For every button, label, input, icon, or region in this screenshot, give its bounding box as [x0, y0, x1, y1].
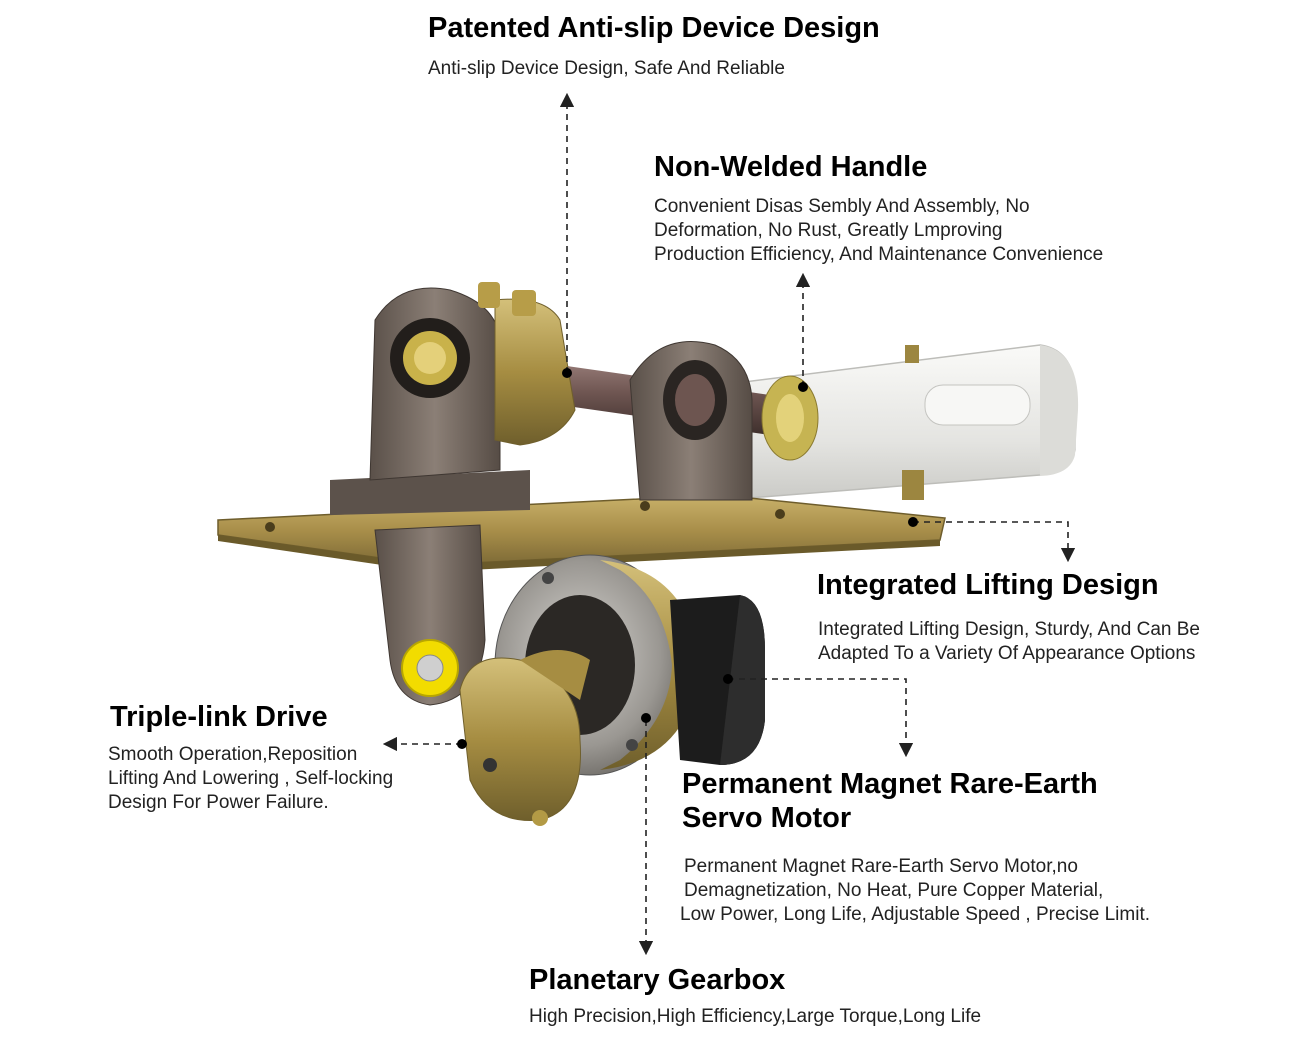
description-line: Adapted To a Variety Of Appearance Optio…	[818, 643, 1196, 664]
anti-slip-title: Patented Anti-slip Device Design	[428, 12, 880, 44]
motor-title-line: Permanent Magnet Rare-Earth	[682, 768, 1098, 800]
anti-slip-description: Anti-slip Device Design, Safe And Reliab…	[428, 57, 785, 81]
description-line: High Precision,High Efficiency,Large Tor…	[529, 1006, 982, 1027]
handle-description: Convenient Disas Sembly And Assembly, No…	[654, 195, 1103, 267]
anti-slip-device	[478, 282, 576, 446]
description-line: Design For Power Failure.	[108, 792, 329, 813]
description-line: Demagnetization, No Heat, Pure Copper Ma…	[684, 880, 1104, 901]
motor-description: Permanent Magnet Rare-Earth Servo Motor,…	[680, 855, 1150, 927]
motor-title: Permanent Magnet Rare-Earth Servo Motor	[682, 767, 1098, 835]
left-bracket	[330, 287, 530, 515]
gearbox-title: Planetary Gearbox	[529, 964, 786, 996]
lifting-title: Integrated Lifting Design	[817, 569, 1159, 601]
right-bracket	[629, 341, 753, 501]
triple-link-drive	[401, 639, 590, 826]
description-line: Permanent Magnet Rare-Earth Servo Motor,…	[684, 856, 1078, 877]
description-line: Integrated Lifting Design, Sturdy, And C…	[818, 619, 1200, 640]
servo-motor	[670, 595, 765, 765]
motor-title-line: Servo Motor	[682, 802, 852, 834]
gearbox-description: High Precision,High Efficiency,Large Tor…	[529, 1005, 981, 1029]
leader-lines	[382, 92, 1076, 956]
handle-title: Non-Welded Handle	[654, 151, 928, 183]
triple-link-description: Smooth Operation,Reposition Lifting And …	[108, 743, 393, 815]
leader-dots	[457, 368, 918, 749]
description-line: Low Power, Long Life, Adjustable Speed ,…	[680, 904, 1150, 925]
description-line: Lifting And Lowering , Self-locking	[108, 768, 394, 789]
description-line: Smooth Operation,Reposition	[108, 744, 358, 765]
triple-link-title: Triple-link Drive	[110, 701, 328, 733]
description-line: Production Efficiency, And Maintenance C…	[654, 244, 1104, 265]
description-line: Deformation, No Rust, Greatly Lmproving	[654, 220, 1003, 241]
description-line: Convenient Disas Sembly And Assembly, No	[654, 196, 1030, 217]
lifting-description: Integrated Lifting Design, Sturdy, And C…	[818, 618, 1200, 666]
description-line: Anti-slip Device Design, Safe And Reliab…	[428, 58, 785, 79]
